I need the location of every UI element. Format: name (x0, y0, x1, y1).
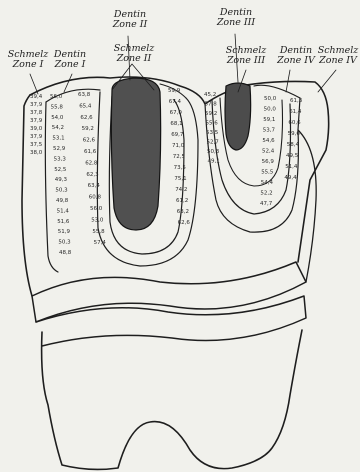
measurement-value: 54,2 (52, 125, 64, 131)
measurement-value: 49,1 (208, 159, 220, 165)
measurement-value: 47,7 (260, 201, 273, 207)
measurement-value: 52,2 (260, 191, 272, 197)
measurement-value: 59,2 (82, 126, 94, 132)
measurement-value: 37,8 (30, 110, 43, 116)
measurement-value: 55,8 (92, 229, 105, 235)
measurement-value: 52,9 (53, 146, 66, 152)
measurement-value: 45,2 (204, 92, 216, 98)
measurement-value: 68,1 (170, 121, 182, 127)
measurement-value: 59,1 (263, 117, 275, 123)
measurement-value: 56,9 (262, 159, 275, 165)
measurement-value: 74,2 (175, 187, 187, 193)
measurement-value: 63,8 (78, 92, 91, 98)
measurement-value: 58,4 (287, 142, 300, 148)
measurement-value: 59,6 (288, 131, 301, 137)
measurement-value: 39,0 (30, 126, 43, 132)
measurement-value: 60,6 (288, 120, 301, 126)
measurement-value: 50,3 (55, 188, 68, 194)
measurement-values: 39,4 37,9 37,8 37,9 39,0 37,9 37,5 38,0 56,0 55,8… (30, 88, 303, 256)
measurement-value: 61,4 (289, 109, 302, 115)
measurement-value: 59,9 (168, 88, 181, 94)
measurement-value: 75,1 (174, 176, 186, 182)
measurement-value: 52,4 (262, 149, 275, 155)
measurement-value: 62,3 (86, 172, 99, 178)
measurement-value: 57,4 (94, 240, 107, 246)
measurement-value: 54,4 (261, 180, 274, 186)
measurement-value: 55,8 (51, 104, 64, 110)
measurement-value: 37,9 (30, 102, 43, 108)
measurement-value: 52,7 (207, 140, 220, 146)
measurement-value: 51,4 (57, 208, 70, 214)
measurement-value: 60,8 (89, 195, 102, 201)
measurement-value: 53,3 (54, 156, 67, 162)
measurement-value: 49,4 (284, 175, 297, 181)
measurement-value: 55,5 (261, 170, 274, 176)
measurement-value: 37,5 (30, 142, 43, 148)
measurement-value: 54,0 (51, 115, 64, 121)
measurement-value: 72,5 (173, 154, 186, 160)
measurement-value: 50,0 (264, 107, 277, 113)
measurement-value: 63,4 (88, 183, 101, 189)
measurement-value: 57,8 (205, 102, 218, 108)
measurement-value: 49,3 (55, 177, 68, 183)
measurement-value: 49,5 (286, 153, 299, 159)
measurement-value: 61,2 (176, 198, 188, 204)
measurement-value: 39,4 (30, 94, 43, 100)
measurement-value: 62,8 (85, 160, 98, 166)
measurement-value: 53,5 (206, 130, 219, 136)
measurement-value: 65,4 (79, 103, 92, 109)
measurement-value: 62,6 (83, 138, 96, 144)
measurement-value: 37,9 (30, 118, 43, 124)
measurement-value: 37,9 (30, 134, 43, 140)
measurement-value: 51,6 (57, 219, 70, 225)
dentin-ring-right (212, 100, 291, 214)
measurement-value: 50,3 (207, 149, 220, 155)
measurement-value: 38,0 (30, 150, 43, 156)
measurement-value: 61,3 (290, 98, 303, 104)
measurement-value: 50,3 (58, 240, 71, 246)
measurement-value: 53,1 (52, 136, 64, 142)
measurement-value: 55,6 (206, 121, 219, 127)
measurement-value: 52,5 (54, 167, 67, 173)
measurement-value: 51,9 (58, 229, 71, 235)
measurement-value: 56,0 (90, 206, 103, 212)
measurement-value: 54,6 (262, 138, 275, 144)
tooth-root (42, 330, 302, 469)
measurement-value: 71,0 (172, 143, 185, 149)
measurement-value: 49,8 (56, 198, 69, 204)
cervical-band-lower (36, 296, 306, 346)
measurement-value: 53,7 (263, 128, 276, 134)
measurement-value: 51,4 (285, 164, 298, 170)
pulp-horn-left (111, 78, 160, 230)
measurement-value: 69,7 (171, 132, 184, 138)
measurement-value: 67,0 (170, 110, 183, 116)
measurement-value: 73,5 (174, 165, 187, 171)
measurement-value: 48,8 (59, 250, 72, 256)
measurement-value: 62,6 (178, 220, 191, 226)
measurement-value: 53,0 (91, 217, 104, 223)
measurement-value: 50,0 (264, 96, 277, 102)
measurement-value: 62,6 (80, 115, 93, 121)
measurement-value: 59,2 (205, 111, 217, 117)
pulp-horn-right (225, 83, 251, 150)
measurement-value: 63,2 (177, 209, 189, 215)
measurement-value: 67,4 (169, 99, 182, 105)
measurement-value: 61,6 (84, 149, 97, 155)
measurement-value: 56,0 (50, 94, 63, 100)
